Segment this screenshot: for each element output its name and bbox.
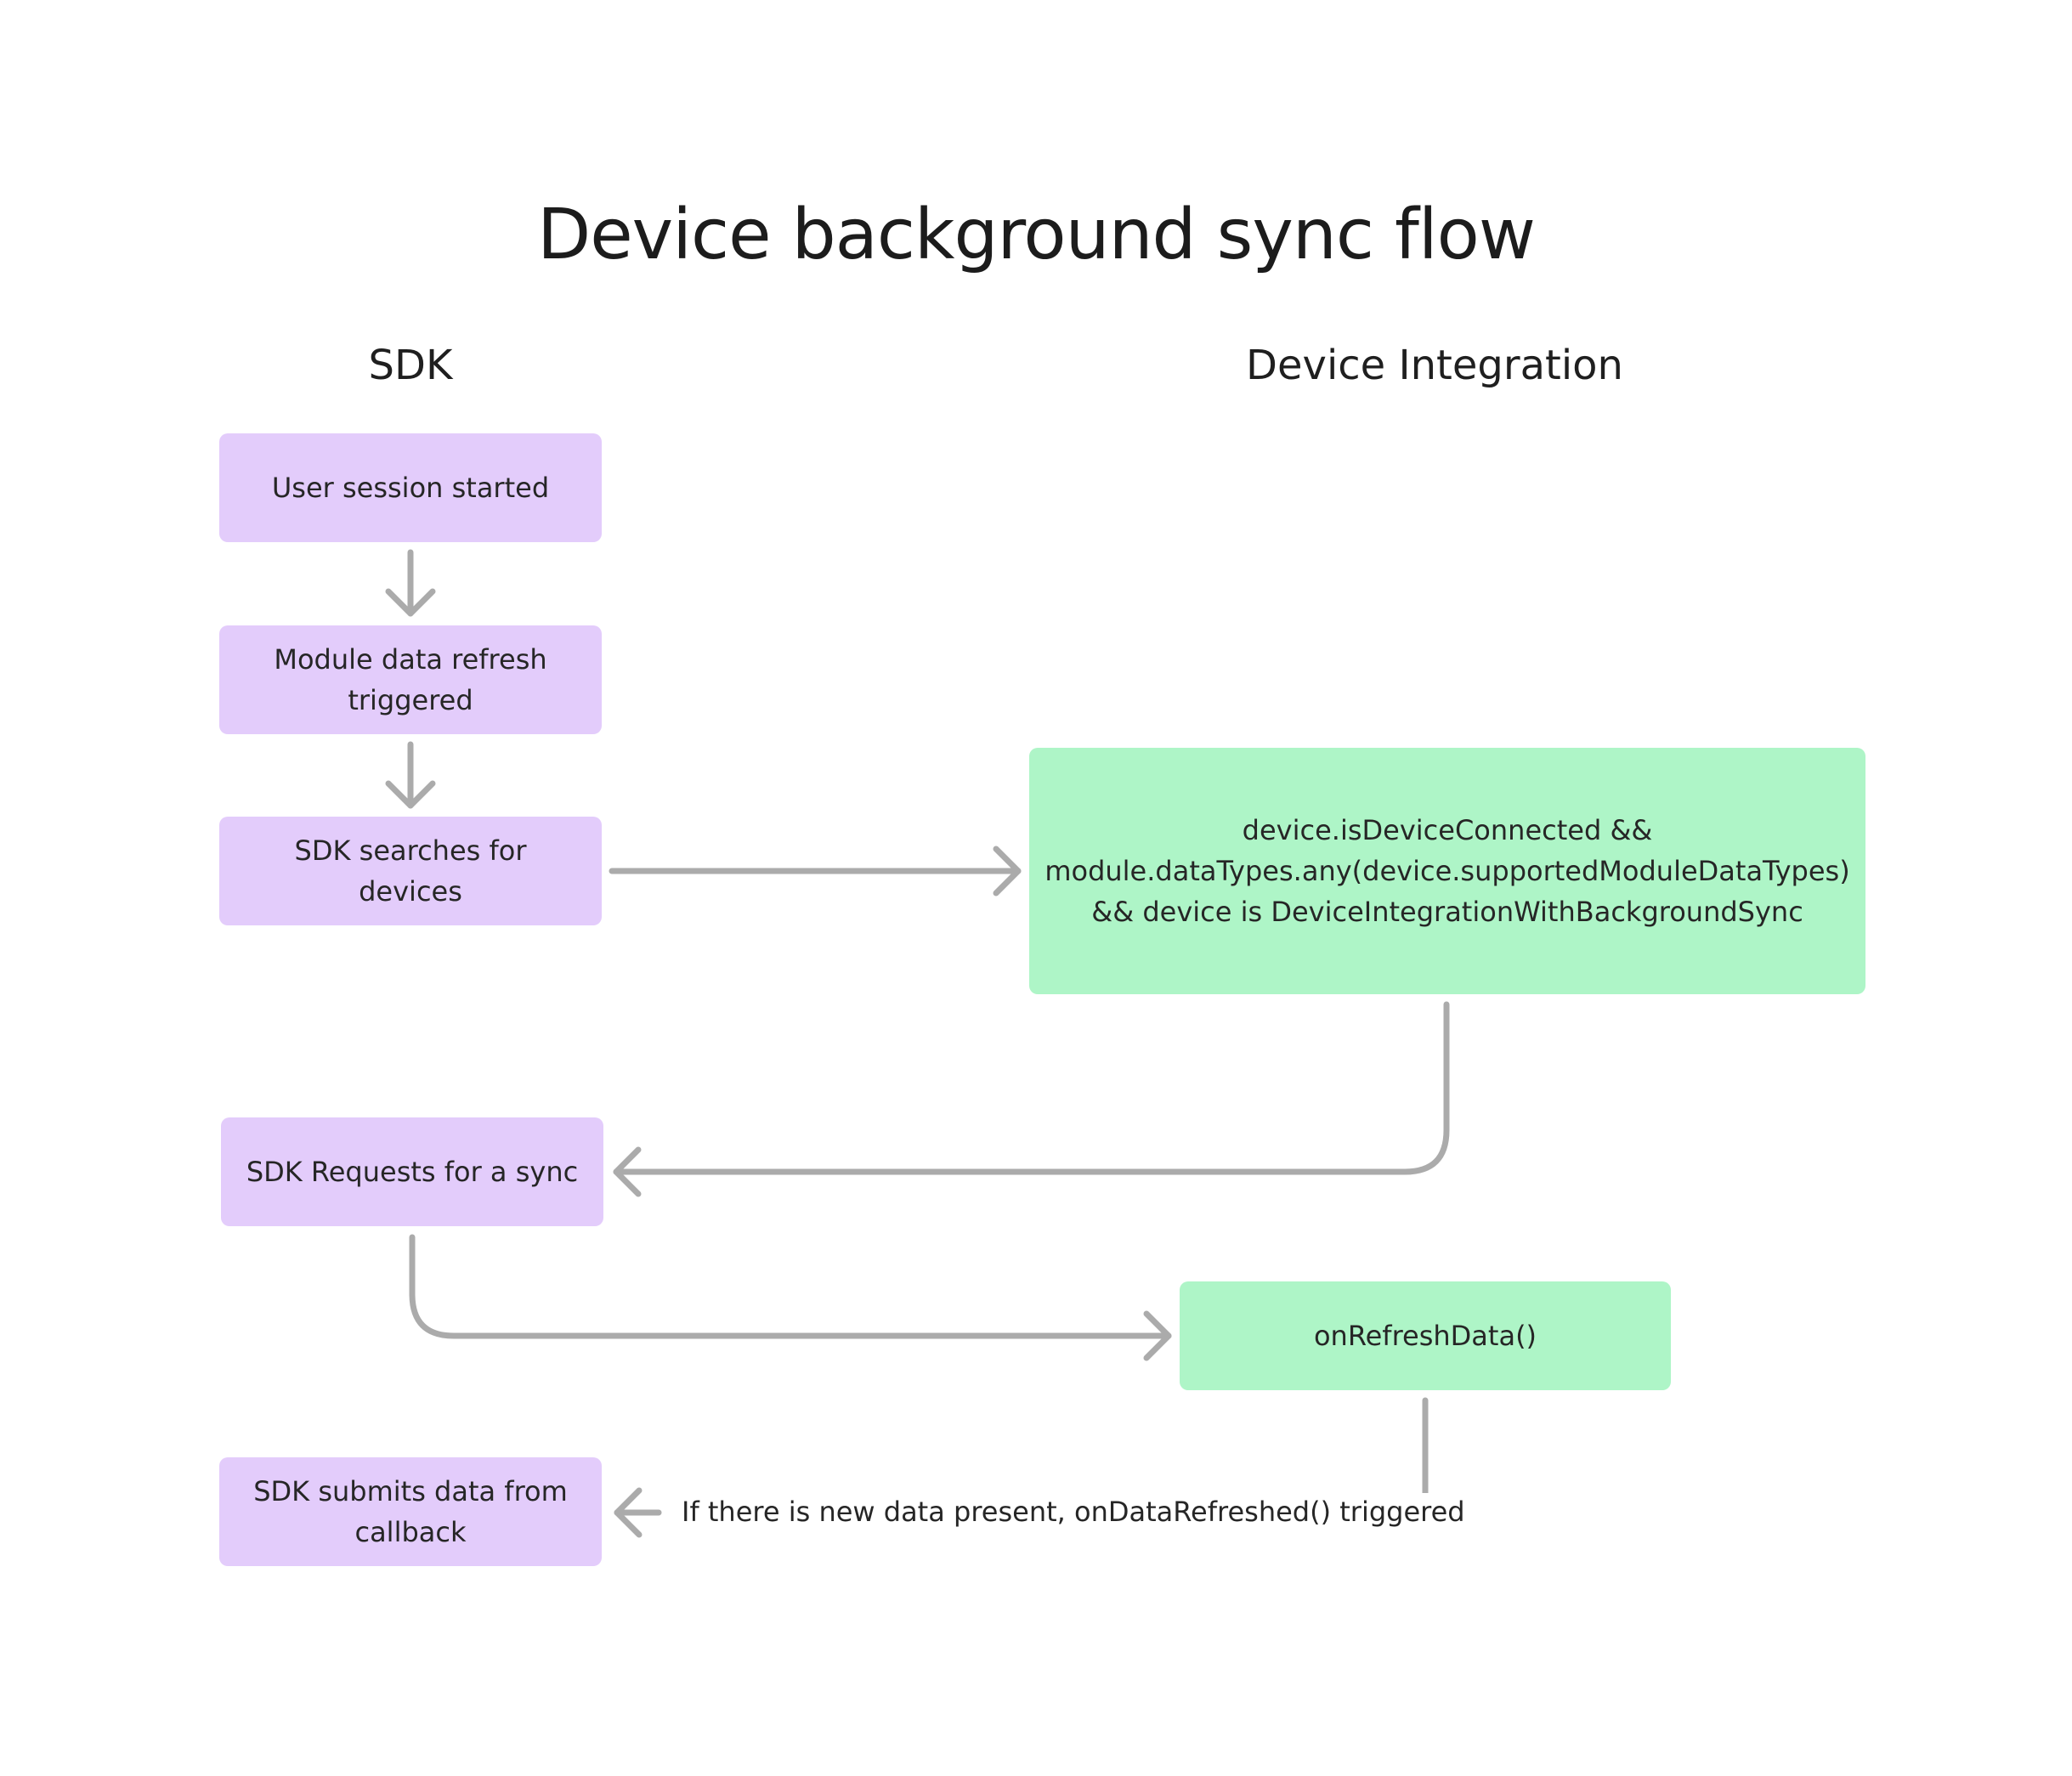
node-device-condition: device.isDeviceConnected && module.dataT…	[1029, 748, 1865, 994]
node-label: SDK searches for devices	[294, 834, 527, 908]
diagram-title: Device background sync flow	[537, 195, 1536, 275]
node-on-refresh-data: onRefreshData()	[1180, 1281, 1671, 1390]
node-label: device.isDeviceConnected && module.dataT…	[1044, 814, 1850, 928]
lane-label-device-integration: Device Integration	[1246, 342, 1623, 389]
node-label: onRefreshData()	[1313, 1320, 1537, 1352]
arrow-search-to-condition	[609, 846, 1022, 896]
node-sdk-submits-data: SDK submits data from callback	[219, 1457, 602, 1566]
arrow-session-to-refresh	[385, 549, 436, 617]
node-label: SDK Requests for a sync	[246, 1156, 579, 1188]
arrow-request-to-refresh-data	[409, 1234, 1172, 1361]
node-label: User session started	[271, 472, 550, 504]
node-user-session-started: User session started	[219, 433, 602, 542]
edge-label-data-refreshed: If there is new data present, onDataRefr…	[677, 1493, 1470, 1530]
lane-label-sdk: SDK	[368, 342, 453, 389]
node-label: SDK submits data from callback	[253, 1475, 568, 1548]
node-label: Module data refresh triggered	[274, 643, 547, 716]
node-sdk-requests-sync: SDK Requests for a sync	[221, 1117, 603, 1226]
arrow-condition-to-request	[613, 1001, 1450, 1197]
arrow-refresh-data-to-submit	[614, 1397, 1429, 1538]
arrow-refresh-to-search	[385, 741, 436, 809]
node-sdk-searches-for-devices: SDK searches for devices	[219, 817, 602, 925]
node-module-data-refresh-triggered: Module data refresh triggered	[219, 625, 602, 734]
